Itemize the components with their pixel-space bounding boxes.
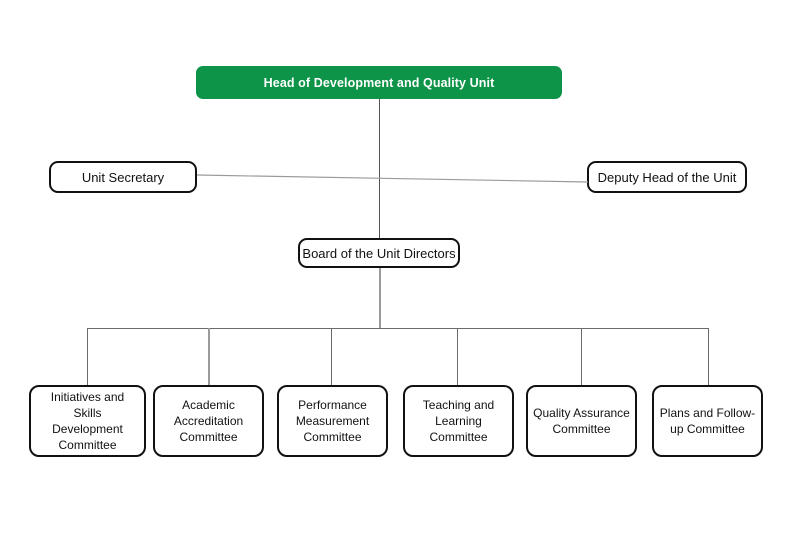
- node-head-of-unit-label: Head of Development and Quality Unit: [263, 75, 495, 90]
- connector-drop-committee-2: [208, 328, 210, 385]
- node-committee-academic-accreditation[interactable]: Academic Accreditation Committee: [153, 385, 264, 457]
- node-committee-plans-follow-up-label: Plans and Follow- up Committee: [659, 405, 756, 436]
- connector-root-to-board: [379, 99, 380, 240]
- node-committee-teaching-learning-label: Teaching and Learning Committee: [422, 397, 495, 445]
- connector-drop-committee-5: [581, 328, 582, 385]
- node-committee-plans-follow-up[interactable]: Plans and Follow- up Committee: [652, 385, 763, 457]
- node-board-of-directors-label: Board of the Unit Directors: [302, 245, 456, 261]
- node-deputy-head-label: Deputy Head of the Unit: [597, 169, 737, 185]
- node-committee-quality-assurance-label: Quality Assurance Committee: [533, 405, 630, 436]
- connector-drop-committee-1: [87, 328, 88, 385]
- connector-drop-committee-6: [708, 328, 709, 385]
- node-committee-quality-assurance[interactable]: Quality Assurance Committee: [526, 385, 637, 457]
- connector-board-to-bus: [379, 268, 381, 329]
- node-board-of-directors[interactable]: Board of the Unit Directors: [298, 238, 460, 268]
- connector-drop-committee-3: [331, 328, 332, 385]
- node-committee-performance-measurement-label: Performance Measurement Committee: [295, 397, 370, 445]
- connector-committee-bus: [87, 328, 709, 329]
- node-committee-teaching-learning[interactable]: Teaching and Learning Committee: [403, 385, 514, 457]
- node-head-of-unit[interactable]: Head of Development and Quality Unit: [196, 66, 562, 99]
- node-committee-academic-accreditation-label: Academic Accreditation Committee: [173, 397, 244, 445]
- node-unit-secretary-label: Unit Secretary: [81, 169, 165, 185]
- node-committee-initiatives-skills-development-label: Initiatives and Skills Development Commi…: [50, 389, 125, 453]
- node-committee-initiatives-skills-development[interactable]: Initiatives and Skills Development Commi…: [29, 385, 146, 457]
- connector-drop-committee-4: [457, 328, 458, 385]
- node-deputy-head[interactable]: Deputy Head of the Unit: [587, 161, 747, 193]
- node-committee-performance-measurement[interactable]: Performance Measurement Committee: [277, 385, 388, 457]
- node-unit-secretary[interactable]: Unit Secretary: [49, 161, 197, 193]
- connector-secretary-to-deputy: [196, 174, 589, 183]
